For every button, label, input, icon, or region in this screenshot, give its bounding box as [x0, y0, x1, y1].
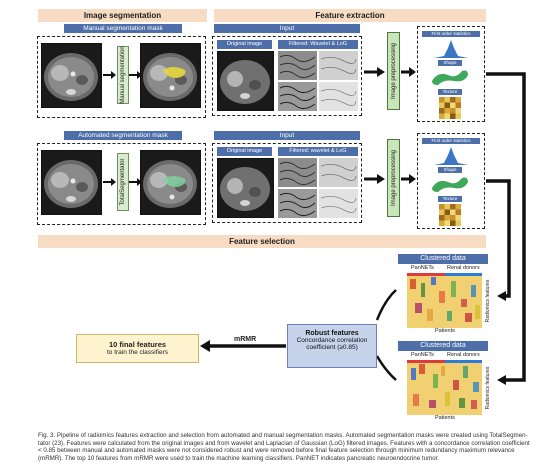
auto-segmentation-panel — [37, 143, 206, 225]
manual-input-original — [217, 51, 274, 111]
histogram-icon — [434, 147, 468, 165]
manual-filtered-grid — [278, 51, 358, 111]
shape-icon — [432, 70, 468, 85]
feature-extraction-header: Feature extraction — [214, 9, 486, 22]
arrow-to-auto-preproc — [364, 174, 385, 184]
renal-donors-label: Renal donors — [447, 352, 480, 358]
heatmap-1 — [407, 273, 482, 328]
arrow-to-manual-mask — [129, 71, 142, 79]
auto-input-title: Input — [214, 131, 360, 140]
arrow-to-auto-seg — [103, 178, 116, 186]
robust-features-title: Robust features — [305, 330, 359, 337]
shape-icon — [432, 177, 468, 192]
manual-mask-ct — [140, 43, 201, 108]
arrow-to-auto-mask — [129, 178, 142, 186]
pannets-label: PanNETs — [411, 352, 434, 358]
auto-original-label: Original image — [217, 147, 272, 156]
texture-grid-icon — [439, 204, 461, 226]
arrow-to-auto-stats — [401, 174, 416, 184]
manual-original-ct — [41, 43, 102, 108]
shape-label: Shape — [438, 167, 462, 173]
pannets-label: PanNETs — [411, 265, 434, 271]
clustered-title-1: Clustered data — [398, 254, 488, 264]
manual-input-title: Input — [214, 24, 360, 33]
patients-label: Patients — [435, 328, 455, 334]
auto-preprocessing-step: Image preprocessing — [387, 139, 400, 217]
feature-selection-header: Feature selection — [38, 235, 486, 248]
texture-grid-icon — [439, 97, 461, 119]
input-ct-image — [218, 159, 273, 217]
arrow-to-manual-seg — [103, 71, 116, 79]
texture-label: Texture — [438, 196, 462, 202]
auto-mask-title: Automated segmentation mask — [64, 131, 182, 140]
auto-input-original — [217, 158, 274, 218]
final-features-subtitle: to train the classifiers — [106, 349, 169, 356]
robust-features-line2: coefficient (≥0.85) — [306, 344, 358, 351]
ct-slice-with-mask — [141, 44, 200, 107]
final-features-box: 10 final features to train the classifie… — [76, 334, 199, 363]
wavelet-log-images — [278, 158, 358, 218]
manual-segmentation-panel — [37, 36, 206, 118]
clustered-title-2: Clustered data — [398, 341, 488, 351]
texture-label: Texture — [438, 89, 462, 95]
first-order-label: First order statistics — [422, 31, 480, 37]
ct-slice-image — [42, 44, 101, 107]
robust-features-box: Robust features Concordance correlation … — [287, 324, 377, 368]
auto-input-panel — [212, 143, 362, 223]
caption-line-2: tator (23). Features were calculated fro… — [38, 439, 530, 447]
totalsegmentator-step: TotalSegmentator — [117, 153, 129, 211]
ct-slice-image — [42, 151, 101, 214]
manual-preprocessing-step: Image preprocessing — [387, 32, 400, 110]
auto-mask-ct — [140, 150, 201, 215]
auto-filtered-grid — [278, 158, 358, 218]
arrow-to-manual-preproc — [364, 67, 385, 77]
heatmap-2 — [407, 360, 482, 415]
first-order-label: First order statistics — [422, 138, 480, 144]
input-ct-image — [218, 52, 273, 110]
mrmr-label: mRMR — [234, 336, 257, 343]
manual-segmentation-step: Manual segmentation — [117, 46, 129, 104]
caption-line-4: (mRMR). The top 10 features from mRMR we… — [38, 454, 440, 462]
clustered-panel-1: PanNETs Renal donors Radiomics features … — [397, 265, 494, 336]
caption-line-3: < 0.85 between manual and automated mask… — [38, 447, 515, 455]
histogram-icon — [434, 40, 468, 58]
caption-line-1: Fig. 3. Pipeline of radiomics features e… — [38, 432, 528, 439]
auto-filtered-label: Filtered: wavelet & LoG — [278, 147, 358, 156]
auto-original-ct — [41, 150, 102, 215]
arrow-to-manual-stats — [401, 67, 416, 77]
ct-slice-with-mask — [141, 151, 200, 214]
image-segmentation-header: Image segmentation — [38, 9, 207, 22]
robust-features-line1: Concordance correlation — [296, 337, 368, 344]
radiomics-axis-2: Radiomics features — [485, 366, 491, 409]
renal-donors-label: Renal donors — [447, 265, 480, 271]
manual-input-panel — [212, 36, 362, 116]
shape-label: Shape — [438, 60, 462, 66]
patients-label: Patients — [435, 415, 455, 421]
final-features-title: 10 final features — [108, 340, 167, 349]
radiomics-axis-1: Radiomics features — [485, 279, 491, 322]
manual-stats-panel: First order statistics Shape Texture — [417, 26, 485, 122]
clustered-panel-2: PanNETs Renal donors Radiomics features … — [397, 352, 494, 423]
manual-filtered-label: Filtered: Wavelet & LoG — [278, 40, 358, 49]
wavelet-log-images — [278, 51, 358, 111]
manual-mask-title: Manual segmentation mask — [64, 24, 182, 33]
figure-caption: Fig. 3. Pipeline of radiomics features e… — [38, 432, 538, 462]
manual-original-label: Original image — [217, 40, 272, 49]
auto-stats-panel: First order statistics Shape Texture — [417, 133, 485, 229]
